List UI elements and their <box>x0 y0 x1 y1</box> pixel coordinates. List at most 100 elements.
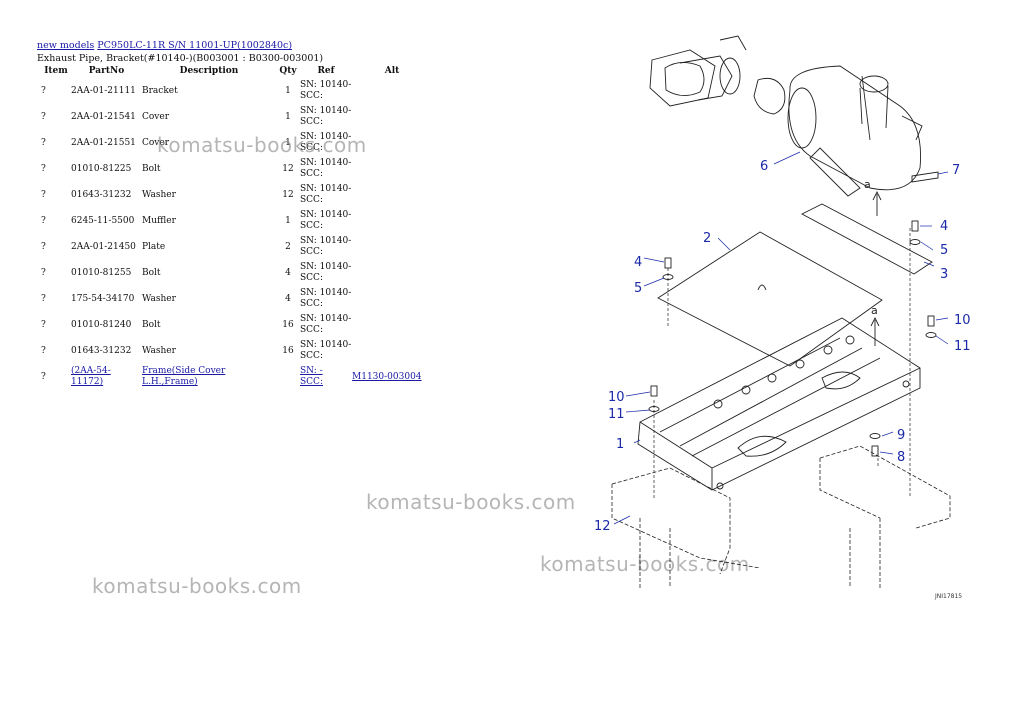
cell-description: Cover <box>142 137 170 148</box>
fastener-drawings <box>648 171 939 457</box>
cell-item: ? <box>41 241 46 252</box>
col-header-partno: PartNo <box>88 66 125 76</box>
ref-sn: SN: 10140- <box>300 158 352 168</box>
cell-description: Bracket <box>142 85 178 96</box>
cell-item: ? <box>41 319 46 330</box>
muffler-drawing <box>787 65 923 197</box>
cell-qty: 16 <box>282 345 294 356</box>
ref-scc: SCC: <box>300 91 323 101</box>
cell-item: ? <box>41 111 46 122</box>
callout-4-left: 4 <box>634 255 642 270</box>
cell-ref: SN: 10140-SCC: <box>300 104 352 130</box>
breadcrumb: new models PC950LC-11R S/N 11001-UP(1002… <box>37 39 323 52</box>
cell-description: Bolt <box>142 319 161 330</box>
cell-qty: 12 <box>282 189 294 200</box>
cell-description: Bolt <box>142 267 161 278</box>
callout-2: 2 <box>703 231 711 246</box>
cell-description: Bolt <box>142 163 161 174</box>
cell-partno: 01010-81225 <box>71 163 132 174</box>
cell-partno: 01643-31232 <box>71 345 132 356</box>
model-link[interactable]: PC950LC-11R S/N 11001-UP(1002840c) <box>97 40 293 51</box>
col-header-ref: Ref <box>317 66 335 76</box>
cell-item: ? <box>41 163 46 174</box>
callout-10-left: 10 <box>608 390 625 405</box>
cell-partno: 6245-11-5500 <box>71 215 135 226</box>
cell-alt <box>352 156 432 182</box>
cell-description: Washer <box>142 189 176 200</box>
ref-scc: SCC: <box>300 169 323 179</box>
page-subtitle: Exhaust Pipe, Bracket(#10140-)(B003001 :… <box>37 53 324 64</box>
ref-sn: SN: 10140- <box>300 262 352 272</box>
watermark: komatsu-books.com <box>540 552 750 576</box>
cell-partno: 175-54-34170 <box>71 293 135 304</box>
ref-scc: SCC: <box>300 117 323 127</box>
parts-table: Item PartNo Description Qty Ref Alt ? 2AA… <box>37 66 432 390</box>
table-header-row: Item PartNo Description Qty Ref Alt <box>37 66 432 78</box>
cell-description: Washer <box>142 345 176 356</box>
cell-item: ? <box>41 85 46 96</box>
cell-item: ? <box>41 293 46 304</box>
cell-ref: SN: 10140-SCC: <box>300 130 352 156</box>
cell-item: ? <box>41 267 46 278</box>
exploded-parts-diagram: a a 1 2 3 4 5 6 7 8 9 4 5 10 11 10 11 12… <box>594 35 971 600</box>
ref-scc: SCC: <box>300 221 323 231</box>
lower-frame-drawing <box>611 445 951 588</box>
cell-ref: SN: 10140-SCC: <box>300 286 352 312</box>
ref-sn: SN: 10140- <box>300 132 352 142</box>
cell-qty <box>276 364 300 390</box>
arrow-label: a <box>871 304 878 317</box>
cell-description-link[interactable]: Frame(Side Cover L.H.,Frame) <box>142 366 226 387</box>
ref-scc[interactable]: SCC: <box>300 377 323 387</box>
cell-partno: 2AA-01-21111 <box>71 85 136 96</box>
page-header: new models PC950LC-11R S/N 11001-UP(1002… <box>37 39 323 65</box>
cell-alt[interactable]: M1130-003004 <box>352 364 432 390</box>
cell-alt <box>352 312 432 338</box>
cell-alt <box>352 104 432 130</box>
cell-description[interactable]: Frame(Side Cover L.H.,Frame) <box>142 364 276 390</box>
cell-qty: 1 <box>285 137 291 148</box>
col-header-alt: Alt <box>384 66 400 76</box>
cell-partno: 01643-31232 <box>71 189 132 200</box>
ref-sn: SN: 10140- <box>300 80 352 90</box>
ref-sn[interactable]: SN: - <box>300 366 323 376</box>
cell-description: Plate <box>142 241 166 252</box>
cell-item: ? <box>41 371 46 382</box>
arrow-markers <box>870 190 882 346</box>
cell-partno: 01010-81255 <box>71 267 132 278</box>
cell-partno-link[interactable]: (2AA-54-11172) <box>71 366 111 387</box>
ref-scc: SCC: <box>300 299 323 309</box>
cell-item: ? <box>41 345 46 356</box>
cell-ref: SN: 10140-SCC: <box>300 234 352 260</box>
ref-sn: SN: 10140- <box>300 106 352 116</box>
callout-6: 6 <box>760 159 768 174</box>
ref-sn: SN: 10140- <box>300 210 352 220</box>
cell-qty: 4 <box>285 293 291 304</box>
callout-3: 3 <box>940 267 948 282</box>
cell-partno: 2AA-01-21450 <box>71 241 136 252</box>
ref-sn: SN: 10140- <box>300 314 352 324</box>
ref-scc: SCC: <box>300 247 323 257</box>
cell-ref: SN: 10140-SCC: <box>300 208 352 234</box>
cell-partno: 01010-81240 <box>71 319 132 330</box>
cell-alt-link[interactable]: M1130-003004 <box>352 371 422 382</box>
cell-ref[interactable]: SN: -SCC: <box>300 364 352 390</box>
cell-qty: 1 <box>285 215 291 226</box>
cell-alt <box>352 182 432 208</box>
cell-partno[interactable]: (2AA-54-11172) <box>71 364 142 390</box>
callout-1: 1 <box>616 437 624 452</box>
ref-sn: SN: 10140- <box>300 288 352 298</box>
callout-10: 10 <box>954 313 971 328</box>
watermark: komatsu-books.com <box>157 133 367 157</box>
ref-scc: SCC: <box>300 195 323 205</box>
cell-alt <box>352 286 432 312</box>
cell-qty: 2 <box>285 241 291 252</box>
cell-description: Muffler <box>142 215 176 226</box>
alignment-lines <box>653 228 911 498</box>
cell-alt <box>352 260 432 286</box>
new-models-link[interactable]: new models <box>37 40 95 51</box>
